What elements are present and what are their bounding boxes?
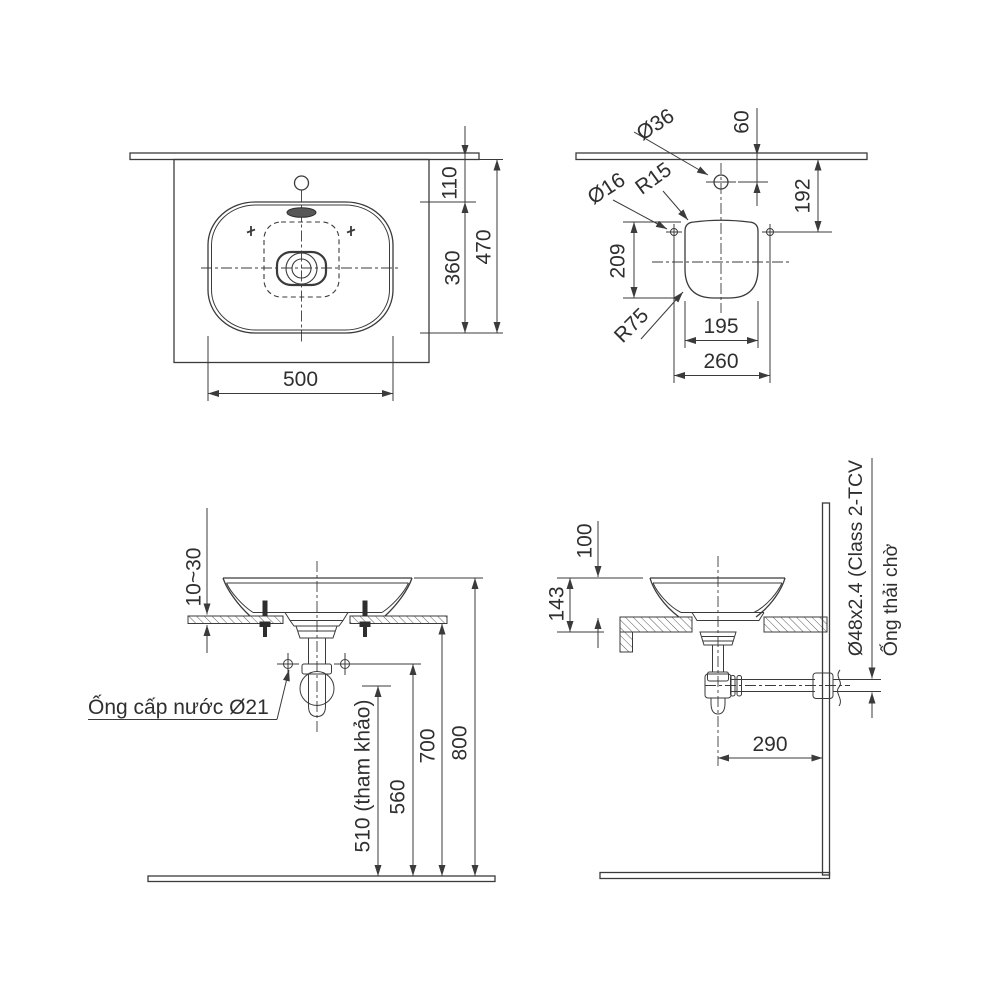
countertop-slab-right	[349, 615, 448, 624]
dim-60-label: 60	[730, 110, 753, 133]
pipe-break-symbol	[833, 669, 841, 707]
dim-560-label: 560	[386, 779, 409, 814]
dim-100-label: 100	[573, 523, 596, 558]
leader-faucet-hole	[633, 131, 709, 176]
counter-outline	[173, 158, 430, 364]
dim-192-label: 192	[791, 178, 814, 213]
dim-470-label: 470	[472, 229, 495, 264]
dim-290-label: 290	[752, 733, 787, 756]
callout-mount-hole-label: Ø16	[584, 168, 630, 209]
leader-corner-r15	[662, 190, 689, 221]
anchor-mark-left	[246, 226, 256, 236]
basin-outer-rim	[207, 201, 394, 334]
leader-corner-r75	[640, 291, 684, 340]
callout-supply-pipe-label: Ống cấp nước Ø21	[88, 695, 269, 719]
plan-view: 110 360 470 500	[129, 126, 503, 401]
dim-260-label: 260	[703, 350, 738, 373]
drain-hole-outer	[285, 252, 318, 285]
dim-360-label: 360	[441, 250, 464, 285]
vessel-basin-profile	[649, 577, 786, 618]
dim-143-label: 143	[545, 586, 568, 621]
counter-front-edge	[129, 152, 480, 161]
overflow-slot	[286, 207, 317, 218]
counter-front-edge	[575, 152, 868, 161]
hidden-bowl-bottom-outline	[263, 221, 340, 298]
dim-195-label: 195	[703, 315, 738, 338]
mount-hole-crosshairs	[666, 224, 778, 240]
front-dimensions	[88, 508, 483, 876]
leader-mount-hole	[612, 199, 668, 230]
callout-waste-stub-label: Ống thải chờ	[878, 544, 902, 657]
dim-209-label: 209	[606, 243, 629, 278]
leader-supply-pipe	[276, 669, 290, 720]
dim-500-label: 500	[283, 368, 318, 391]
anchor-mark-right	[346, 226, 356, 236]
basin-inner-rim	[211, 204, 390, 331]
drain-hole-inner	[291, 258, 312, 279]
plan-dimensions	[207, 126, 503, 401]
countertop-slab-right	[763, 616, 828, 633]
dim-510-label: 510 (tham khảo)	[351, 700, 374, 853]
dim-700-label: 700	[416, 728, 439, 763]
faucet-hole	[293, 175, 310, 191]
dim-110-label: 110	[438, 166, 461, 199]
floor-line	[147, 875, 496, 883]
cutout-shape	[684, 219, 759, 299]
vessel-basin-profile	[222, 577, 413, 617]
floor-line	[599, 871, 831, 880]
countertop-slab-left	[619, 616, 693, 633]
front-elevation-view: 10~30 510 (tham khảo) 560 700 800 Ống cấ…	[88, 508, 496, 883]
countertop-slab-left	[187, 615, 284, 624]
side-dimensions	[557, 458, 881, 762]
drain-recess	[275, 250, 328, 287]
dim-800-label: 800	[448, 725, 471, 760]
callout-r75-label: R75	[610, 304, 654, 348]
trap-bottom-cap	[710, 702, 726, 715]
side-elevation-view: 100 143 290 Ø48x2.4 (Class 2-TCV Ống thả…	[545, 458, 902, 880]
cutout-template-view: 60 192 209 195 260 Ø36 R15 Ø16 R75	[575, 104, 868, 383]
wall-line	[821, 502, 831, 876]
callout-waste-pipe-spec-label: Ø48x2.4 (Class 2-TCV	[845, 460, 867, 656]
dim-thickness-label: 10~30	[182, 548, 205, 607]
drain-trap-and-waste-pipe	[691, 612, 850, 715]
supply-points	[277, 653, 356, 675]
fixing-clamps	[259, 600, 371, 637]
callout-r15-label: R15	[631, 158, 676, 199]
cutout-dimensions	[612, 108, 832, 383]
callout-faucet-hole-label: Ø36	[633, 104, 679, 145]
